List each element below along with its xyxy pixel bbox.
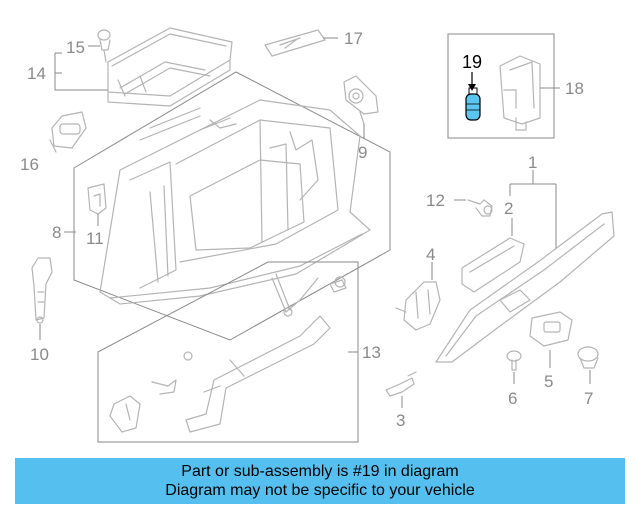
callout-14[interactable]: 14 <box>27 64 46 83</box>
info-banner: Part or sub-assembly is #19 in diagram D… <box>15 458 625 504</box>
callout-6[interactable]: 6 <box>508 389 517 408</box>
part-18-lamp-housing <box>499 55 541 131</box>
part-1-glovebox-lid <box>435 211 615 363</box>
callout-3[interactable]: 3 <box>396 411 405 430</box>
callout-5[interactable]: 5 <box>544 372 553 391</box>
part-19-bulb <box>465 87 481 121</box>
callout-11[interactable]: 11 <box>86 229 104 248</box>
part-7-grommet <box>577 346 599 369</box>
part-13-damper-assembly <box>109 273 347 433</box>
part-16-latch <box>49 111 87 153</box>
frame-19-18 <box>447 33 555 139</box>
part-5-lock <box>529 311 573 347</box>
callout-8[interactable]: 8 <box>52 223 61 242</box>
part-2-handle <box>461 237 525 293</box>
part-6-screw <box>506 350 522 371</box>
part-8-housing <box>99 99 371 305</box>
callout-17[interactable]: 17 <box>344 29 363 48</box>
frame-8 <box>73 71 391 341</box>
callout-16[interactable]: 16 <box>20 155 39 174</box>
part-3-pin <box>385 371 417 397</box>
part-14-bracket <box>107 27 233 107</box>
callout-1[interactable]: 1 <box>528 153 537 172</box>
bolt-icon <box>334 276 346 288</box>
callout-13[interactable]: 13 <box>362 343 381 362</box>
callout-15[interactable]: 15 <box>66 38 85 57</box>
callout-12[interactable]: 12 <box>426 191 445 210</box>
part-12-screw <box>467 199 493 217</box>
banner-line-2: Diagram may not be specific to your vehi… <box>165 482 475 499</box>
part-11-clip <box>87 183 107 215</box>
callout-4[interactable]: 4 <box>426 245 435 264</box>
banner-line-1: Part or sub-assembly is #19 in diagram <box>181 463 459 480</box>
callout-7[interactable]: 7 <box>584 389 593 408</box>
part-10-strap <box>31 257 53 324</box>
part-4-hinge <box>395 281 441 331</box>
callout-10[interactable]: 10 <box>30 345 49 364</box>
part-15-screw <box>97 29 111 63</box>
callout-18[interactable]: 18 <box>565 79 584 98</box>
part-9-damper <box>343 75 379 125</box>
part-17-pad <box>264 29 326 57</box>
callout-9[interactable]: 9 <box>358 143 367 162</box>
callout-19[interactable]: 19 <box>462 52 482 72</box>
callout-2[interactable]: 2 <box>504 199 513 218</box>
